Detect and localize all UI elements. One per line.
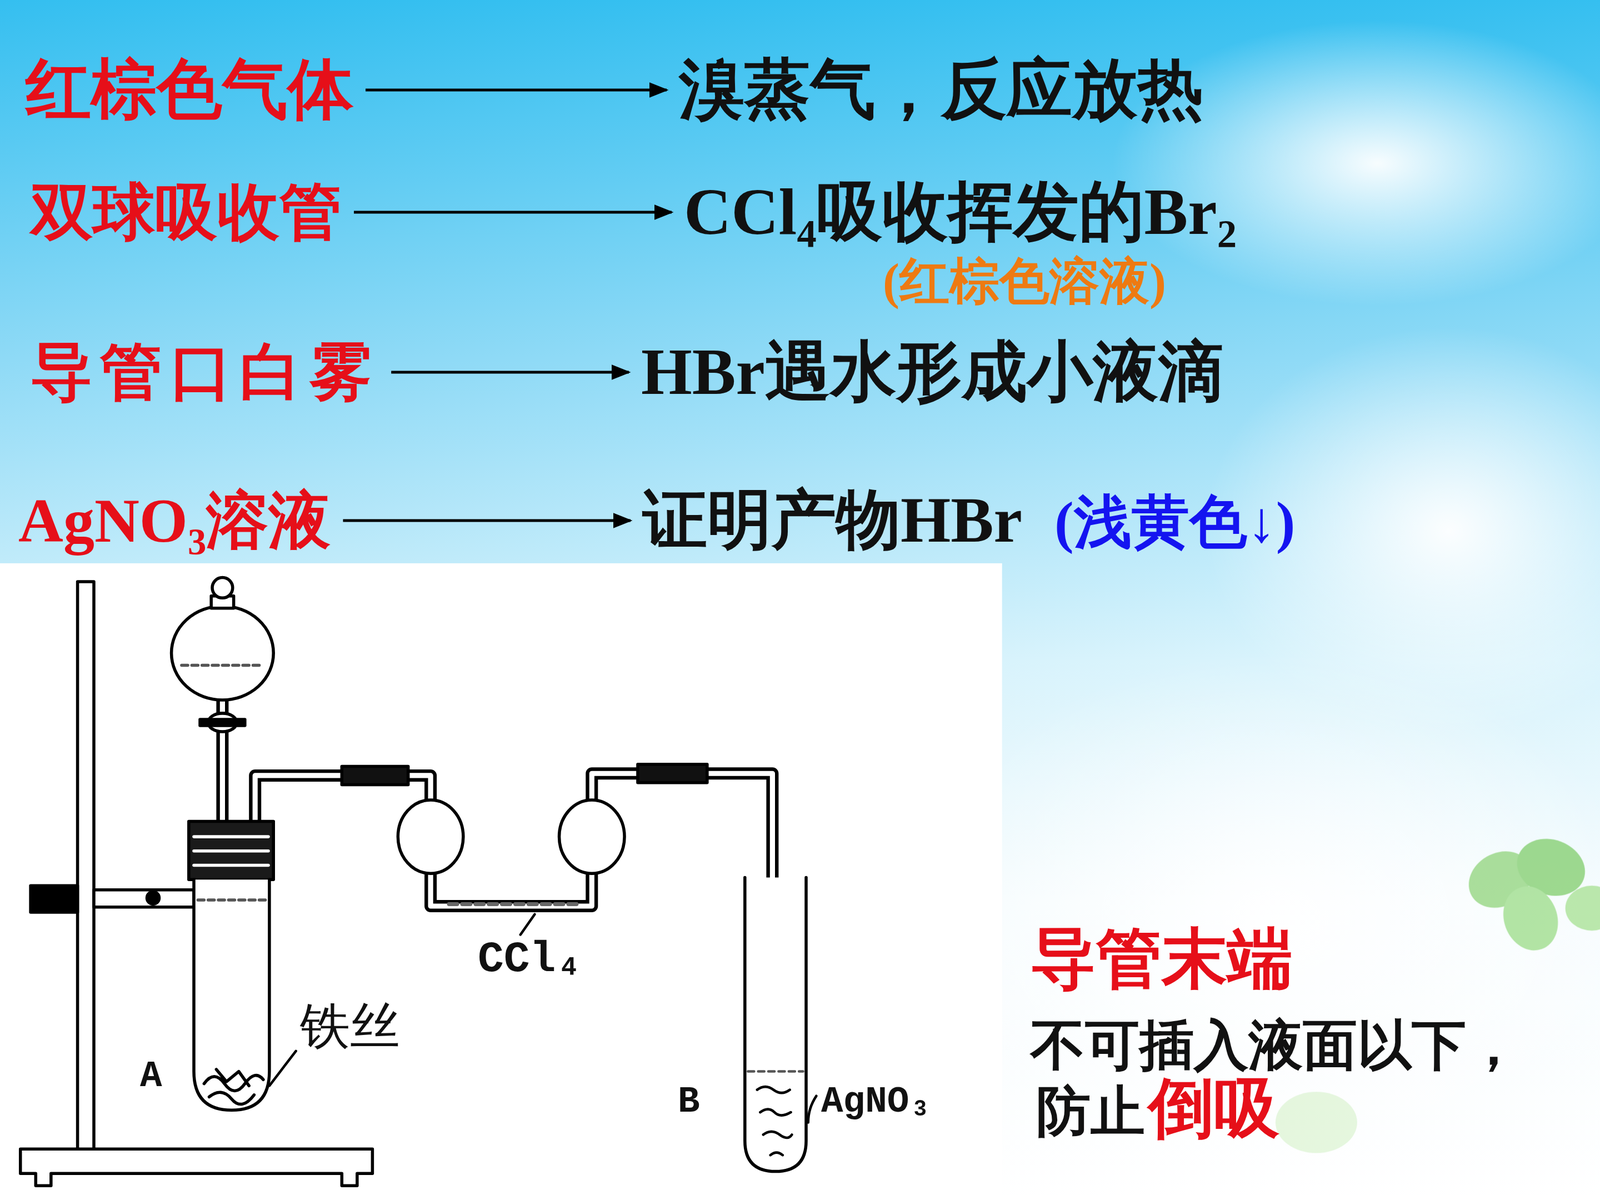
note-text: 倒吸: [1148, 1072, 1280, 1145]
explanation-arrow: [342, 518, 631, 522]
cloud: [908, 653, 1600, 1184]
observation-term: 红棕色气体: [25, 50, 354, 130]
explanation-text: HBr遇水形成小液滴: [641, 332, 1224, 412]
leader-line: [269, 1051, 297, 1086]
test-tube-b: [745, 877, 807, 1172]
node-text: AgNO₃溶液: [18, 483, 331, 558]
ccl4-liquid: [448, 902, 577, 907]
rubber-joint: [341, 766, 408, 785]
stand-base: [20, 1148, 373, 1186]
node-text: 溴蒸气，反应放热: [678, 50, 1204, 130]
absorber-bulb: [559, 800, 625, 874]
explanation-text: CCl₄吸收挥发的Br₂(红棕色溶液): [683, 172, 1237, 312]
rubber-stopper: [188, 821, 274, 880]
explanation-text: 证明产物HBr (浅黄色↓): [642, 481, 1295, 559]
part-label: A: [140, 1056, 163, 1098]
part-label: 铁丝: [300, 998, 400, 1054]
node-note: (红棕色溶液): [882, 251, 1237, 312]
test-tube-a: [193, 879, 270, 1110]
separatory-funnel: [171, 577, 274, 823]
clamp-screw: [146, 891, 159, 904]
explanation-arrow: [365, 88, 667, 92]
part-label: AgNO₃: [821, 1082, 932, 1123]
explanation-arrow: [391, 370, 629, 374]
reaction-liquid: [197, 898, 265, 902]
note-text: 不可插入液面以下，: [1030, 1016, 1521, 1077]
stand-rod: [77, 581, 94, 1149]
agno3-solution: [747, 1071, 803, 1156]
illustration-ground: [0, 563, 1003, 1200]
node-text: 导管口白雾: [30, 335, 379, 410]
iron-wire: [203, 1069, 264, 1105]
clover: [1275, 829, 1600, 1153]
node-text: 证明产物HBr: [642, 481, 1023, 559]
note-text: 导管末端: [1030, 923, 1293, 996]
observation-term: 导管口白雾: [30, 335, 379, 410]
explanation-text: 溴蒸气，反应放热: [678, 50, 1204, 130]
rubber-joint: [637, 764, 708, 783]
observation-term: 双球吸收管: [30, 175, 342, 250]
part-label: CCl₄: [477, 936, 582, 984]
node-text: 红棕色气体: [25, 50, 354, 130]
clamp-arm: [93, 890, 194, 908]
clamp-knob: [30, 885, 78, 913]
part-label: B: [677, 1082, 700, 1123]
node-text: 双球吸收管: [30, 175, 342, 250]
stopper-stripes: [193, 836, 269, 865]
leader-line: [808, 1096, 817, 1123]
explanation-arrow: [353, 210, 672, 214]
node-note: (浅黄色↓): [1054, 487, 1295, 558]
node-text: HBr遇水形成小液滴: [641, 332, 1224, 412]
absorber-bulb: [397, 800, 464, 874]
note-text: 防止: [1036, 1082, 1145, 1143]
node-text: CCl₄吸收挥发的Br₂: [683, 172, 1237, 252]
observation-term: AgNO₃溶液: [18, 483, 331, 558]
leader-line: [520, 914, 535, 935]
